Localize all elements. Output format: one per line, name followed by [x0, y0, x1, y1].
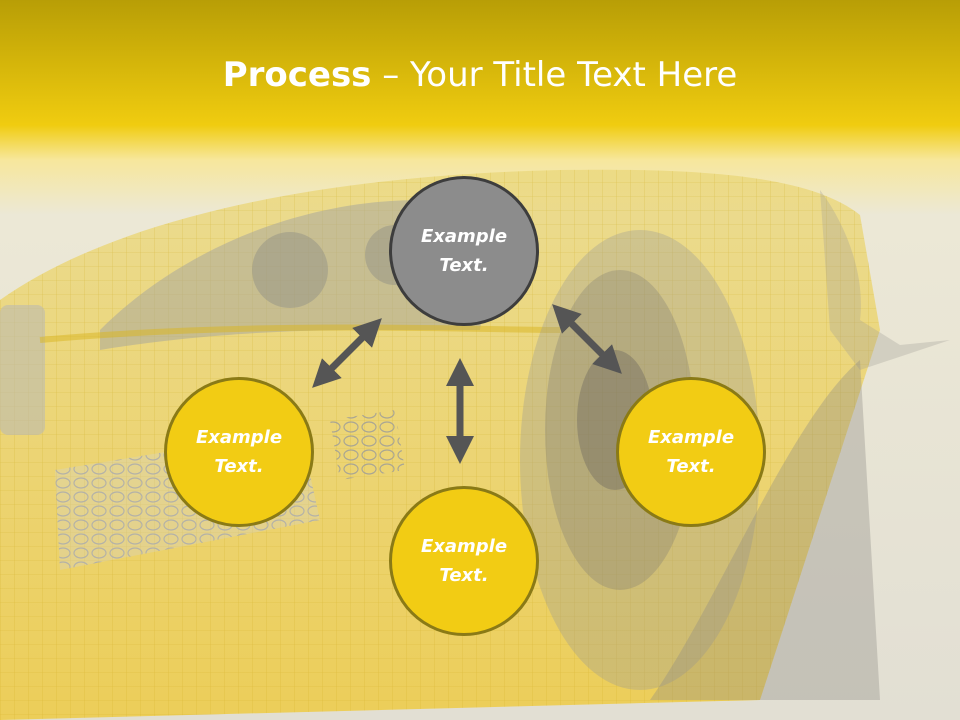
slide-title: Process – Your Title Text Here — [0, 50, 960, 100]
node-top-label: Example Text. — [420, 226, 508, 276]
node-bottom-label: Example Text. — [420, 536, 508, 586]
process-node-right: Example Text. — [616, 377, 766, 527]
process-node-top: Example Text. — [389, 176, 539, 326]
title-bold: Process — [222, 55, 372, 95]
process-node-bottom: Example Text. — [389, 486, 539, 636]
arrow-top-left — [312, 318, 382, 388]
arrow-top-right — [552, 304, 622, 374]
process-node-left: Example Text. — [164, 377, 314, 527]
node-left-label: Example Text. — [195, 427, 283, 477]
title-rest: – Your Title Text Here — [371, 55, 738, 95]
node-right-label: Example Text. — [647, 427, 735, 477]
